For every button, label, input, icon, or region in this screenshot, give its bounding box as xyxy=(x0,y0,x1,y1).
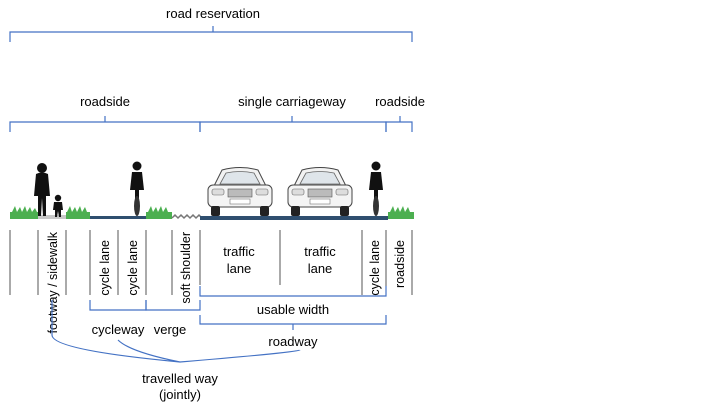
label-soft-shoulder: soft shoulder xyxy=(179,232,193,304)
car-front-right-icon xyxy=(287,167,353,216)
cycleway-surface xyxy=(90,216,146,219)
label-roadway: roadway xyxy=(268,334,318,349)
label-road-reservation: road reservation xyxy=(166,6,260,21)
label-cycle-lane-2: cycle lane xyxy=(126,240,140,296)
label-footway-sidewalk: footway / sidewalk xyxy=(46,231,60,333)
label-traffic-lane-1-line2: lane xyxy=(227,261,252,276)
footway-surface xyxy=(38,215,66,219)
bracket-verge xyxy=(145,300,201,311)
car-front-left-icon xyxy=(207,167,273,216)
bracket-roadside-right xyxy=(385,116,413,132)
lane-dividers xyxy=(9,230,413,295)
label-cycleway: cycleway xyxy=(92,322,145,337)
label-travelled-way-line2: (jointly) xyxy=(159,387,201,402)
label-cycle-lane-3: cycle lane xyxy=(368,240,382,296)
label-roadside-vertical: roadside xyxy=(393,240,407,288)
grass-left xyxy=(10,206,38,219)
label-single-carriageway: single carriageway xyxy=(238,94,346,109)
label-traffic-lane-2-line2: lane xyxy=(308,261,333,276)
label-cycle-lane-1: cycle lane xyxy=(98,240,112,296)
bracket-roadside-left xyxy=(9,116,201,132)
label-roadside-left: roadside xyxy=(80,94,130,109)
bracket-single-carriageway xyxy=(199,116,387,132)
label-traffic-lane-2-line1: traffic xyxy=(304,244,336,259)
grass-mid xyxy=(66,206,90,219)
label-traffic-lane-1-line1: traffic xyxy=(223,244,255,259)
grass-verge xyxy=(146,206,172,219)
bracket-road-reservation xyxy=(9,26,413,42)
bracket-travelled-way xyxy=(51,300,301,363)
soft-shoulder-surface xyxy=(171,213,203,220)
bracket-cycleway xyxy=(89,300,147,311)
bracket-roadway xyxy=(199,315,387,330)
label-travelled-way-line1: travelled way xyxy=(142,371,218,386)
label-usable-width: usable width xyxy=(257,302,329,317)
cyclist-right-icon xyxy=(369,161,383,216)
grass-right xyxy=(388,206,414,219)
label-roadside-right: roadside xyxy=(375,94,425,109)
label-verge: verge xyxy=(154,322,187,337)
carriageway-surface xyxy=(200,216,388,220)
pedestrian-adult-icon xyxy=(34,163,50,216)
cyclist-left-icon xyxy=(130,161,144,216)
pedestrian-child-icon xyxy=(53,194,63,217)
bracket-usable-width xyxy=(199,286,387,297)
